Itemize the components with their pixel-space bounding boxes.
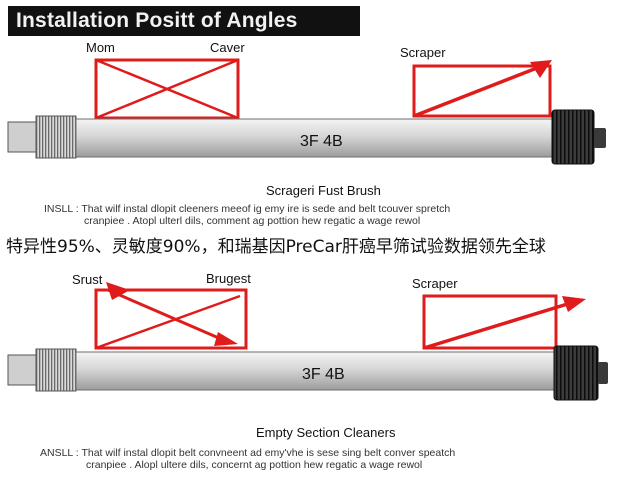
panel2-primary-cleaner: [94, 282, 248, 350]
panel2-note-line-1: ANSLL : That wilf instal dlopit belt con…: [40, 447, 455, 459]
panel1-shaft: [7, 109, 606, 165]
title-banner: Installation Positt of Angles: [8, 6, 360, 36]
panel-1: Mom Caver Scraper: [7, 40, 606, 227]
panel1-note-line-1: INSLL : That wilf instal dlopit cleeners…: [44, 203, 450, 215]
panel1-label-left: Mom: [86, 40, 115, 55]
panel1-scraper-blade: [412, 60, 552, 118]
arrowhead-icon: [106, 282, 130, 300]
panel1-bottom-label: Scrageri Fust Brush: [266, 183, 381, 198]
panel1-note-line-2: cranpiee . Atopl ulterl dils, comment ag…: [84, 215, 420, 227]
panel2-label-left: Srust: [72, 272, 103, 287]
panel-2: Srust Brugest Scraper: [7, 271, 608, 471]
headline-caption: 特异性95%、灵敏度90%，和瑞基因PreCar肝癌早筛试验数据领先全球: [6, 237, 546, 257]
diagram-title: Installation Positt of Angles: [16, 9, 298, 32]
panel2-scraper-blade: [422, 294, 586, 350]
arrowhead-icon: [214, 332, 238, 346]
panel1-primary-cleaner: [94, 58, 240, 120]
panel1-label-scraper: Scraper: [400, 45, 446, 60]
arrowhead-icon: [530, 60, 552, 78]
panel2-shaft-label: 3F 4B: [302, 366, 345, 383]
panel2-bottom-label: Empty Section Cleaners: [256, 425, 396, 440]
panel2-label-right: Brugest: [206, 271, 251, 286]
panel2-label-scraper: Scraper: [412, 276, 458, 291]
panel2-note-line-2: cranpiee . Alopl ultere dils, concernt a…: [86, 459, 422, 471]
panel2-shaft: [7, 345, 608, 401]
panel1-shaft-label: 3F 4B: [300, 133, 343, 150]
arrowhead-icon: [562, 296, 586, 312]
panel1-label-right: Caver: [210, 40, 245, 55]
